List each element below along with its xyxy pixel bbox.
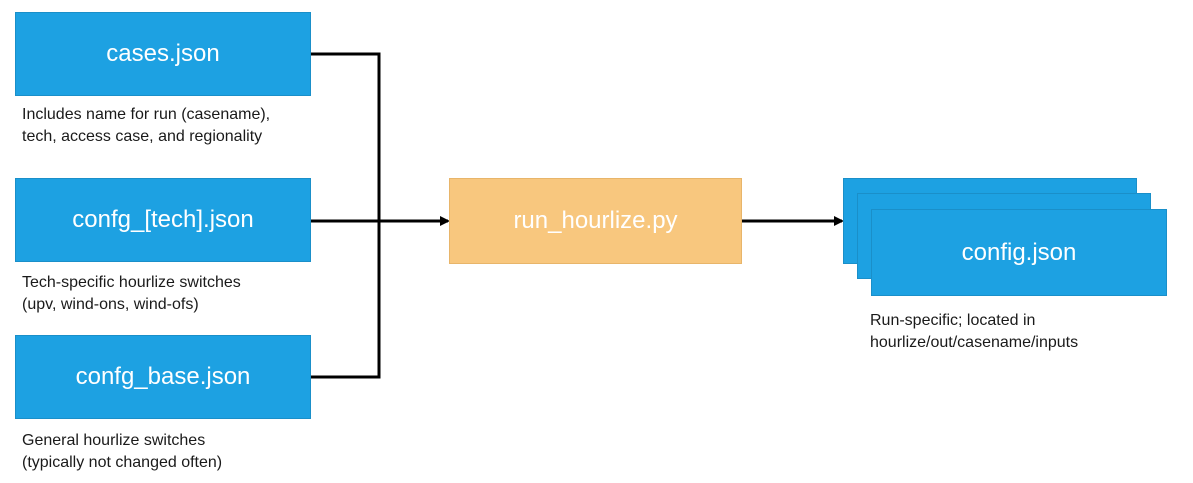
confg-tech-json-label: confg_[tech].json <box>72 206 254 233</box>
cases-json-label: cases.json <box>106 40 220 67</box>
config-json-note: Run-specific; located in hourlize/out/ca… <box>870 312 1079 351</box>
confg-tech-json-note: Tech-specific hourlize switches (upv, wi… <box>22 274 241 313</box>
connector-from-base <box>311 221 381 379</box>
config-json-box: config.json <box>871 209 1167 296</box>
connector-from-cases <box>311 52 381 221</box>
confg-base-json-note: General hourlize switches (typically not… <box>22 432 223 471</box>
confg-base-json-box: confg_base.json <box>15 335 311 419</box>
cases-json-note: Includes name for run (casename), tech, … <box>22 106 271 145</box>
confg-tech-json-box: confg_[tech].json <box>15 178 311 262</box>
confg-base-json-label: confg_base.json <box>75 363 251 390</box>
run-hourlize-label: run_hourlize.py <box>513 207 678 234</box>
run-hourlize-box: run_hourlize.py <box>449 178 742 264</box>
cases-json-box: cases.json <box>15 12 311 96</box>
config-json-label: config.json <box>961 238 1077 266</box>
